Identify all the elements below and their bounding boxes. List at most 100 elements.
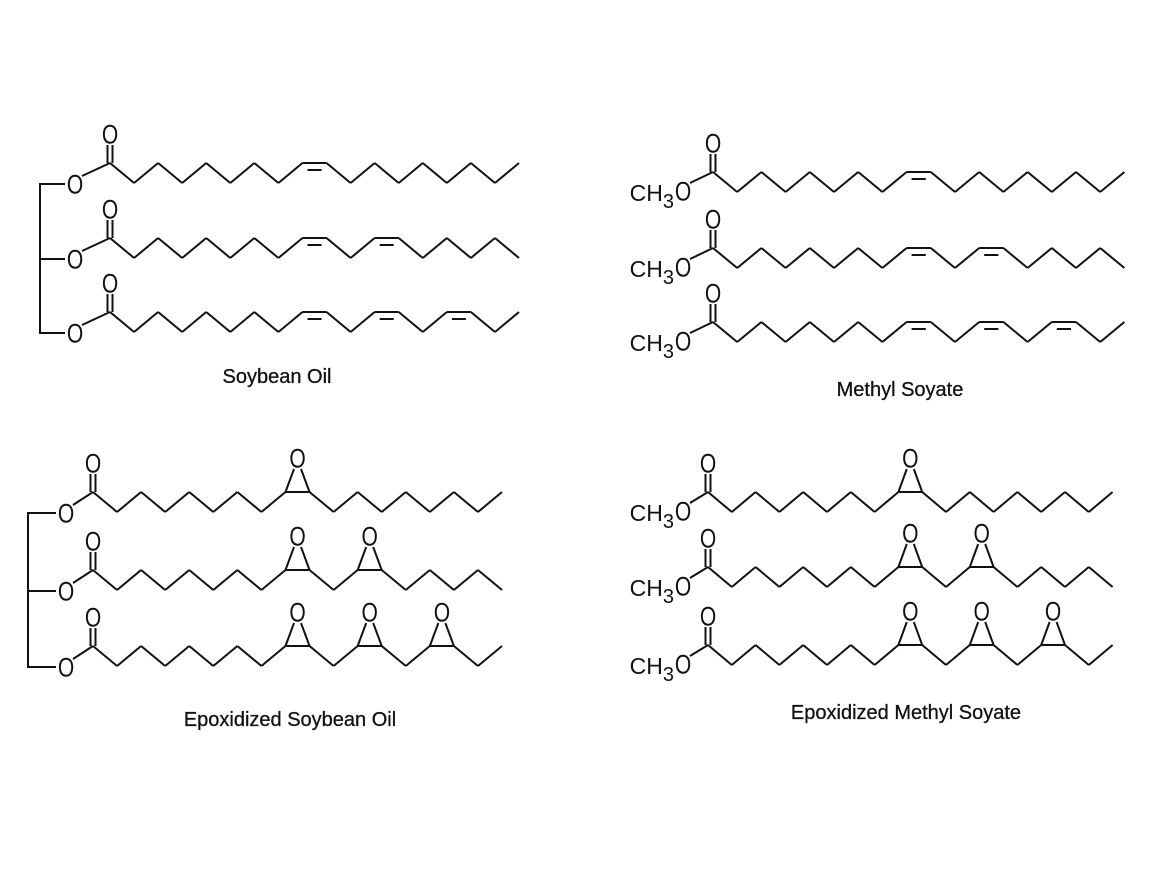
chain-bond bbox=[992, 566, 1019, 588]
chain-bond bbox=[405, 569, 431, 591]
chain-bond bbox=[325, 311, 352, 333]
carbonyl-oxygen: O bbox=[85, 603, 101, 633]
chain-bond bbox=[736, 171, 763, 193]
carbonyl-oxygen: O bbox=[102, 120, 118, 150]
epoxide-oxygen: O bbox=[289, 444, 305, 474]
chain-bond bbox=[945, 566, 971, 588]
chain-bond bbox=[945, 644, 971, 666]
chain-bond bbox=[754, 491, 781, 513]
ester-bond bbox=[689, 644, 709, 657]
chain-bond bbox=[850, 491, 876, 513]
epoxide-ring-bond bbox=[912, 621, 924, 646]
chain-bond bbox=[707, 566, 733, 588]
epoxide-ring-bond bbox=[984, 621, 995, 646]
epoxide-oxygen: O bbox=[289, 598, 305, 628]
ester-bond bbox=[72, 569, 94, 584]
chain-bond bbox=[133, 162, 159, 184]
chain-bond bbox=[277, 237, 304, 259]
ester-bond bbox=[81, 162, 111, 177]
chain-bond bbox=[978, 171, 1005, 193]
chain-bond bbox=[253, 237, 280, 259]
chain-bond bbox=[494, 162, 520, 184]
chain-bond bbox=[116, 569, 142, 591]
chain-bond bbox=[157, 237, 183, 259]
chain-bond bbox=[212, 645, 238, 667]
chain-bond bbox=[260, 491, 287, 513]
chain-bond bbox=[229, 311, 255, 333]
chain-bond bbox=[857, 171, 884, 193]
chain-bond bbox=[325, 237, 352, 259]
chain-bond bbox=[930, 247, 956, 269]
ester-oxygen: O bbox=[675, 177, 691, 207]
chain-bond bbox=[1016, 566, 1042, 588]
chain-bond bbox=[1064, 644, 1090, 666]
chain-bond bbox=[477, 645, 503, 667]
chain-bond bbox=[109, 237, 135, 259]
chain-bond bbox=[1016, 644, 1042, 666]
chain-bond bbox=[712, 247, 738, 269]
chain-bond bbox=[954, 321, 980, 343]
epoxide-ring-bond bbox=[912, 543, 924, 568]
chain-bond bbox=[188, 569, 214, 591]
chain-bond bbox=[277, 162, 304, 184]
ester-oxygen: O bbox=[675, 497, 691, 527]
chain-bond bbox=[205, 237, 231, 259]
chain-bond bbox=[1051, 171, 1077, 193]
chain-bond bbox=[1064, 566, 1090, 588]
chain-bond bbox=[349, 237, 376, 259]
chain-bond bbox=[157, 162, 183, 184]
ester-oxygen: O bbox=[58, 577, 74, 607]
chain-bond bbox=[881, 321, 908, 343]
chain-bond bbox=[109, 311, 135, 333]
chain-bond bbox=[470, 311, 496, 333]
chain-bond bbox=[157, 311, 183, 333]
chain-bond bbox=[826, 644, 852, 666]
chain-bond bbox=[881, 171, 908, 193]
chain-bond bbox=[1002, 171, 1029, 193]
carbonyl-oxygen: O bbox=[705, 129, 721, 159]
chain-bond bbox=[357, 491, 383, 513]
chain-bond bbox=[494, 311, 520, 333]
ester-oxygen: O bbox=[67, 245, 83, 275]
epoxide-ring-bond bbox=[984, 543, 995, 568]
chain-bond bbox=[1099, 171, 1126, 193]
chain-bond bbox=[181, 311, 207, 333]
chain-bond bbox=[429, 569, 455, 591]
chain-bond bbox=[778, 491, 804, 513]
methyl-group: CH3 bbox=[630, 575, 674, 608]
epoxide-ring-bond bbox=[1055, 621, 1066, 646]
label-epoxidized-soybean-oil: Epoxidized Soybean Oil bbox=[183, 709, 397, 731]
epoxide-ring-bond bbox=[897, 468, 908, 493]
chain-bond bbox=[453, 645, 479, 667]
chain-bond bbox=[857, 247, 884, 269]
chain-bond bbox=[754, 566, 781, 588]
methyl-group: CH3 bbox=[630, 256, 674, 289]
epoxide-oxygen: O bbox=[289, 522, 305, 552]
methyl-group: CH3 bbox=[630, 653, 674, 686]
chain-bond bbox=[707, 491, 733, 513]
methyl-group: CH3 bbox=[630, 500, 674, 533]
ester-bond bbox=[72, 491, 94, 506]
chain-bond bbox=[116, 645, 142, 667]
epoxide-ring-bond bbox=[968, 543, 980, 568]
carbonyl-oxygen: O bbox=[85, 449, 101, 479]
chain-bond bbox=[277, 311, 304, 333]
carbonyl-oxygen: O bbox=[700, 524, 716, 554]
chain-bond bbox=[181, 237, 207, 259]
chain-bond bbox=[809, 247, 835, 269]
carbonyl-oxygen: O bbox=[705, 279, 721, 309]
carbonyl-oxygen: O bbox=[705, 205, 721, 235]
chain-bond bbox=[92, 645, 118, 667]
chain-bond bbox=[405, 491, 431, 513]
chain-bond bbox=[992, 644, 1019, 666]
ester-oxygen: O bbox=[675, 253, 691, 283]
chain-bond bbox=[1064, 491, 1090, 513]
chain-bond bbox=[308, 645, 335, 667]
chain-bond bbox=[945, 491, 971, 513]
chain-bond bbox=[1002, 321, 1029, 343]
carbonyl-oxygen: O bbox=[85, 527, 101, 557]
chain-bond bbox=[760, 171, 787, 193]
chain-bond bbox=[133, 237, 159, 259]
chain-bond bbox=[140, 491, 166, 513]
